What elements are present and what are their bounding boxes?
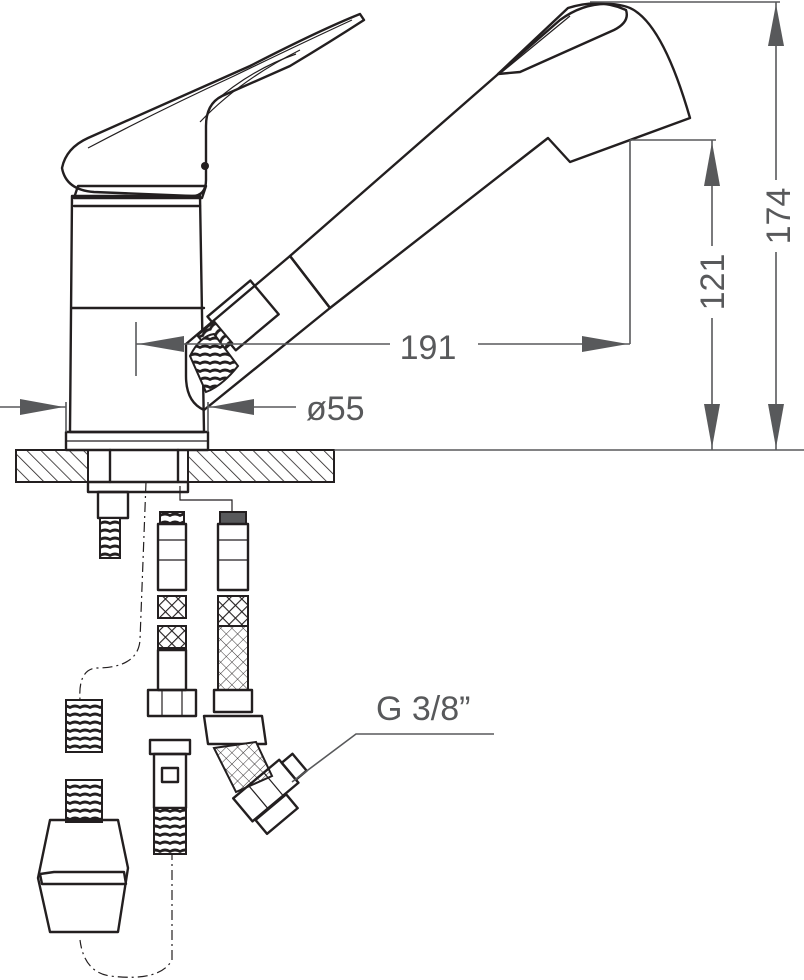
connection-thread-label: G 3/8” <box>376 690 470 728</box>
cold-supply-hose <box>146 511 198 718</box>
mounting-plate <box>86 480 190 559</box>
faucet-body <box>64 184 210 452</box>
dimension-spout-height: 121 <box>630 139 732 450</box>
shower-hose-connector <box>148 738 192 855</box>
pullout-spout <box>184 2 692 412</box>
total-height-label: 174 <box>760 188 798 245</box>
angle-valve <box>212 740 308 836</box>
dimension-total-height: 174 <box>590 1 798 450</box>
hot-supply-hose <box>202 511 268 746</box>
spout-reach-label: 191 <box>400 329 457 367</box>
spout-height-label: 121 <box>694 254 732 311</box>
supply-route <box>179 486 233 514</box>
dimension-base-diameter: ø55 <box>0 390 365 432</box>
shower-hose-route <box>79 481 173 978</box>
dimension-spout-reach: 191 <box>135 140 631 376</box>
countertop <box>15 448 804 484</box>
hose-counterweight <box>36 699 130 934</box>
lever-handle <box>60 12 366 198</box>
base-diameter-label: ø55 <box>306 390 365 428</box>
thread-callout: G 3/8” <box>291 690 494 783</box>
